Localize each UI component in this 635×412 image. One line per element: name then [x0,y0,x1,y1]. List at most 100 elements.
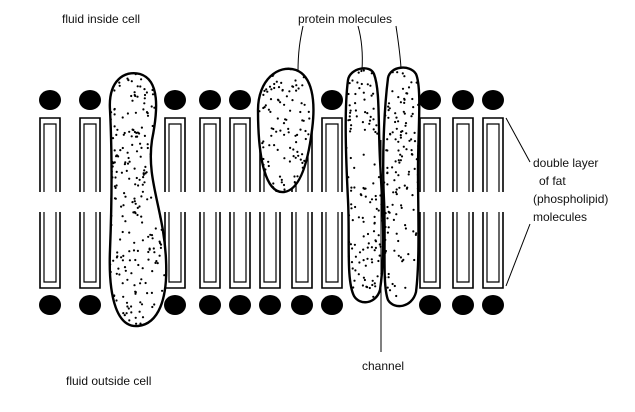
phospholipid-tail-top [79,117,101,192]
stipple-dot [283,188,286,191]
phospholipid-head-top [229,90,251,110]
stipple-dot [349,156,352,160]
phospholipid-tail-top-inner [423,123,437,192]
stipple-dot [307,82,310,85]
stipple-dot [350,261,354,264]
stipple-dot [121,116,124,119]
stipple-dot [299,128,302,131]
stipple-dot [122,295,125,298]
stipple-dot [411,194,414,197]
stipple-dot [110,214,113,217]
stipple-dot [153,106,156,109]
stipple-dot [363,187,366,190]
stipple-dot [401,87,405,90]
stipple-dot [398,161,401,164]
stipple-dot [113,108,116,111]
stipple-dot [116,251,119,254]
stipple-dot [351,219,354,222]
stipple-dot [362,153,365,156]
phospholipid-tail-bottom-inner [486,212,500,283]
stipple-dot [360,82,363,86]
stipple-dot [399,256,402,259]
stipple-dot [402,110,405,113]
stipple-dot [121,282,124,285]
stipple-dot [399,159,402,162]
stipple-dot [373,215,376,218]
stipple-dot [359,193,362,196]
stipple-dot [374,130,377,134]
stipple-dot [136,85,139,88]
stipple-dot [397,239,400,243]
phospholipid-tail-bottom-inner [233,212,247,283]
stipple-dot [135,176,138,180]
stipple-dot [133,200,136,203]
stipple-dot [386,138,389,141]
stipple-dot [273,86,276,90]
stipple-dot [139,155,142,158]
stipple-dot [145,91,148,94]
stipple-dot [273,82,276,86]
phospholipid-pair [452,90,474,315]
stipple-dot [131,143,134,146]
stipple-dot [159,246,162,249]
stipple-dot [262,163,265,166]
stipple-dot [295,141,298,144]
stipple-dot [396,71,399,74]
stipple-dot [150,105,153,108]
stipple-dot [144,172,147,175]
stipple-dot [156,262,159,265]
stipple-dot [384,225,387,229]
stipple-dot [410,153,413,156]
stipple-dot [128,319,131,322]
stipple-dot [275,80,278,83]
stipple-dot [387,226,390,229]
stipple-dot [128,177,131,180]
stipple-dot [357,71,360,74]
stipple-dot [149,233,152,236]
stipple-dot [130,80,133,83]
phospholipid-head-bottom [199,295,221,315]
stipple-dot [366,246,369,249]
stipple-dot [277,86,281,89]
stipple-dot [347,214,351,217]
stipple-dot [404,124,407,127]
stipple-dot [301,84,304,87]
protein-channel-left-stipple [345,69,384,298]
phospholipid-tail-top-inner [233,123,247,192]
stipple-dot [377,259,380,263]
stipple-dot [269,110,272,113]
stipple-dot [267,160,270,163]
stipple-dot [353,279,356,282]
stipple-dot [354,92,357,96]
stipple-dot [384,212,387,215]
phospholipid-tail-bottom [39,212,61,289]
label-channel: channel [362,359,405,373]
stipple-dot [155,260,158,263]
stipple-dot [133,197,136,200]
stipple-dot [114,176,117,179]
stipple-dot [369,201,372,204]
stipple-dot [368,119,372,122]
stipple-dot [301,166,304,169]
stipple-dot [268,144,271,147]
stipple-dot [403,75,406,78]
stipple-dot [142,108,145,111]
stipple-dot [264,168,267,171]
stipple-dot [292,148,295,151]
stipple-dot [369,115,372,118]
stipple-dot [373,249,376,252]
stipple-dot [381,219,384,222]
stipple-dot [134,73,137,76]
stipple-dot [354,269,357,272]
stipple-dot [401,72,404,75]
stipple-dot [366,257,369,260]
stipple-dot [364,195,367,198]
label-double-layer-line-3: (phospholipid) [533,192,609,206]
stipple-dot [397,149,400,152]
stipple-dot [282,122,286,125]
stipple-dot [391,90,394,93]
stipple-dot [144,281,147,285]
stipple-dot [136,249,139,252]
stipple-dot [124,269,127,272]
stipple-dot [143,102,146,105]
